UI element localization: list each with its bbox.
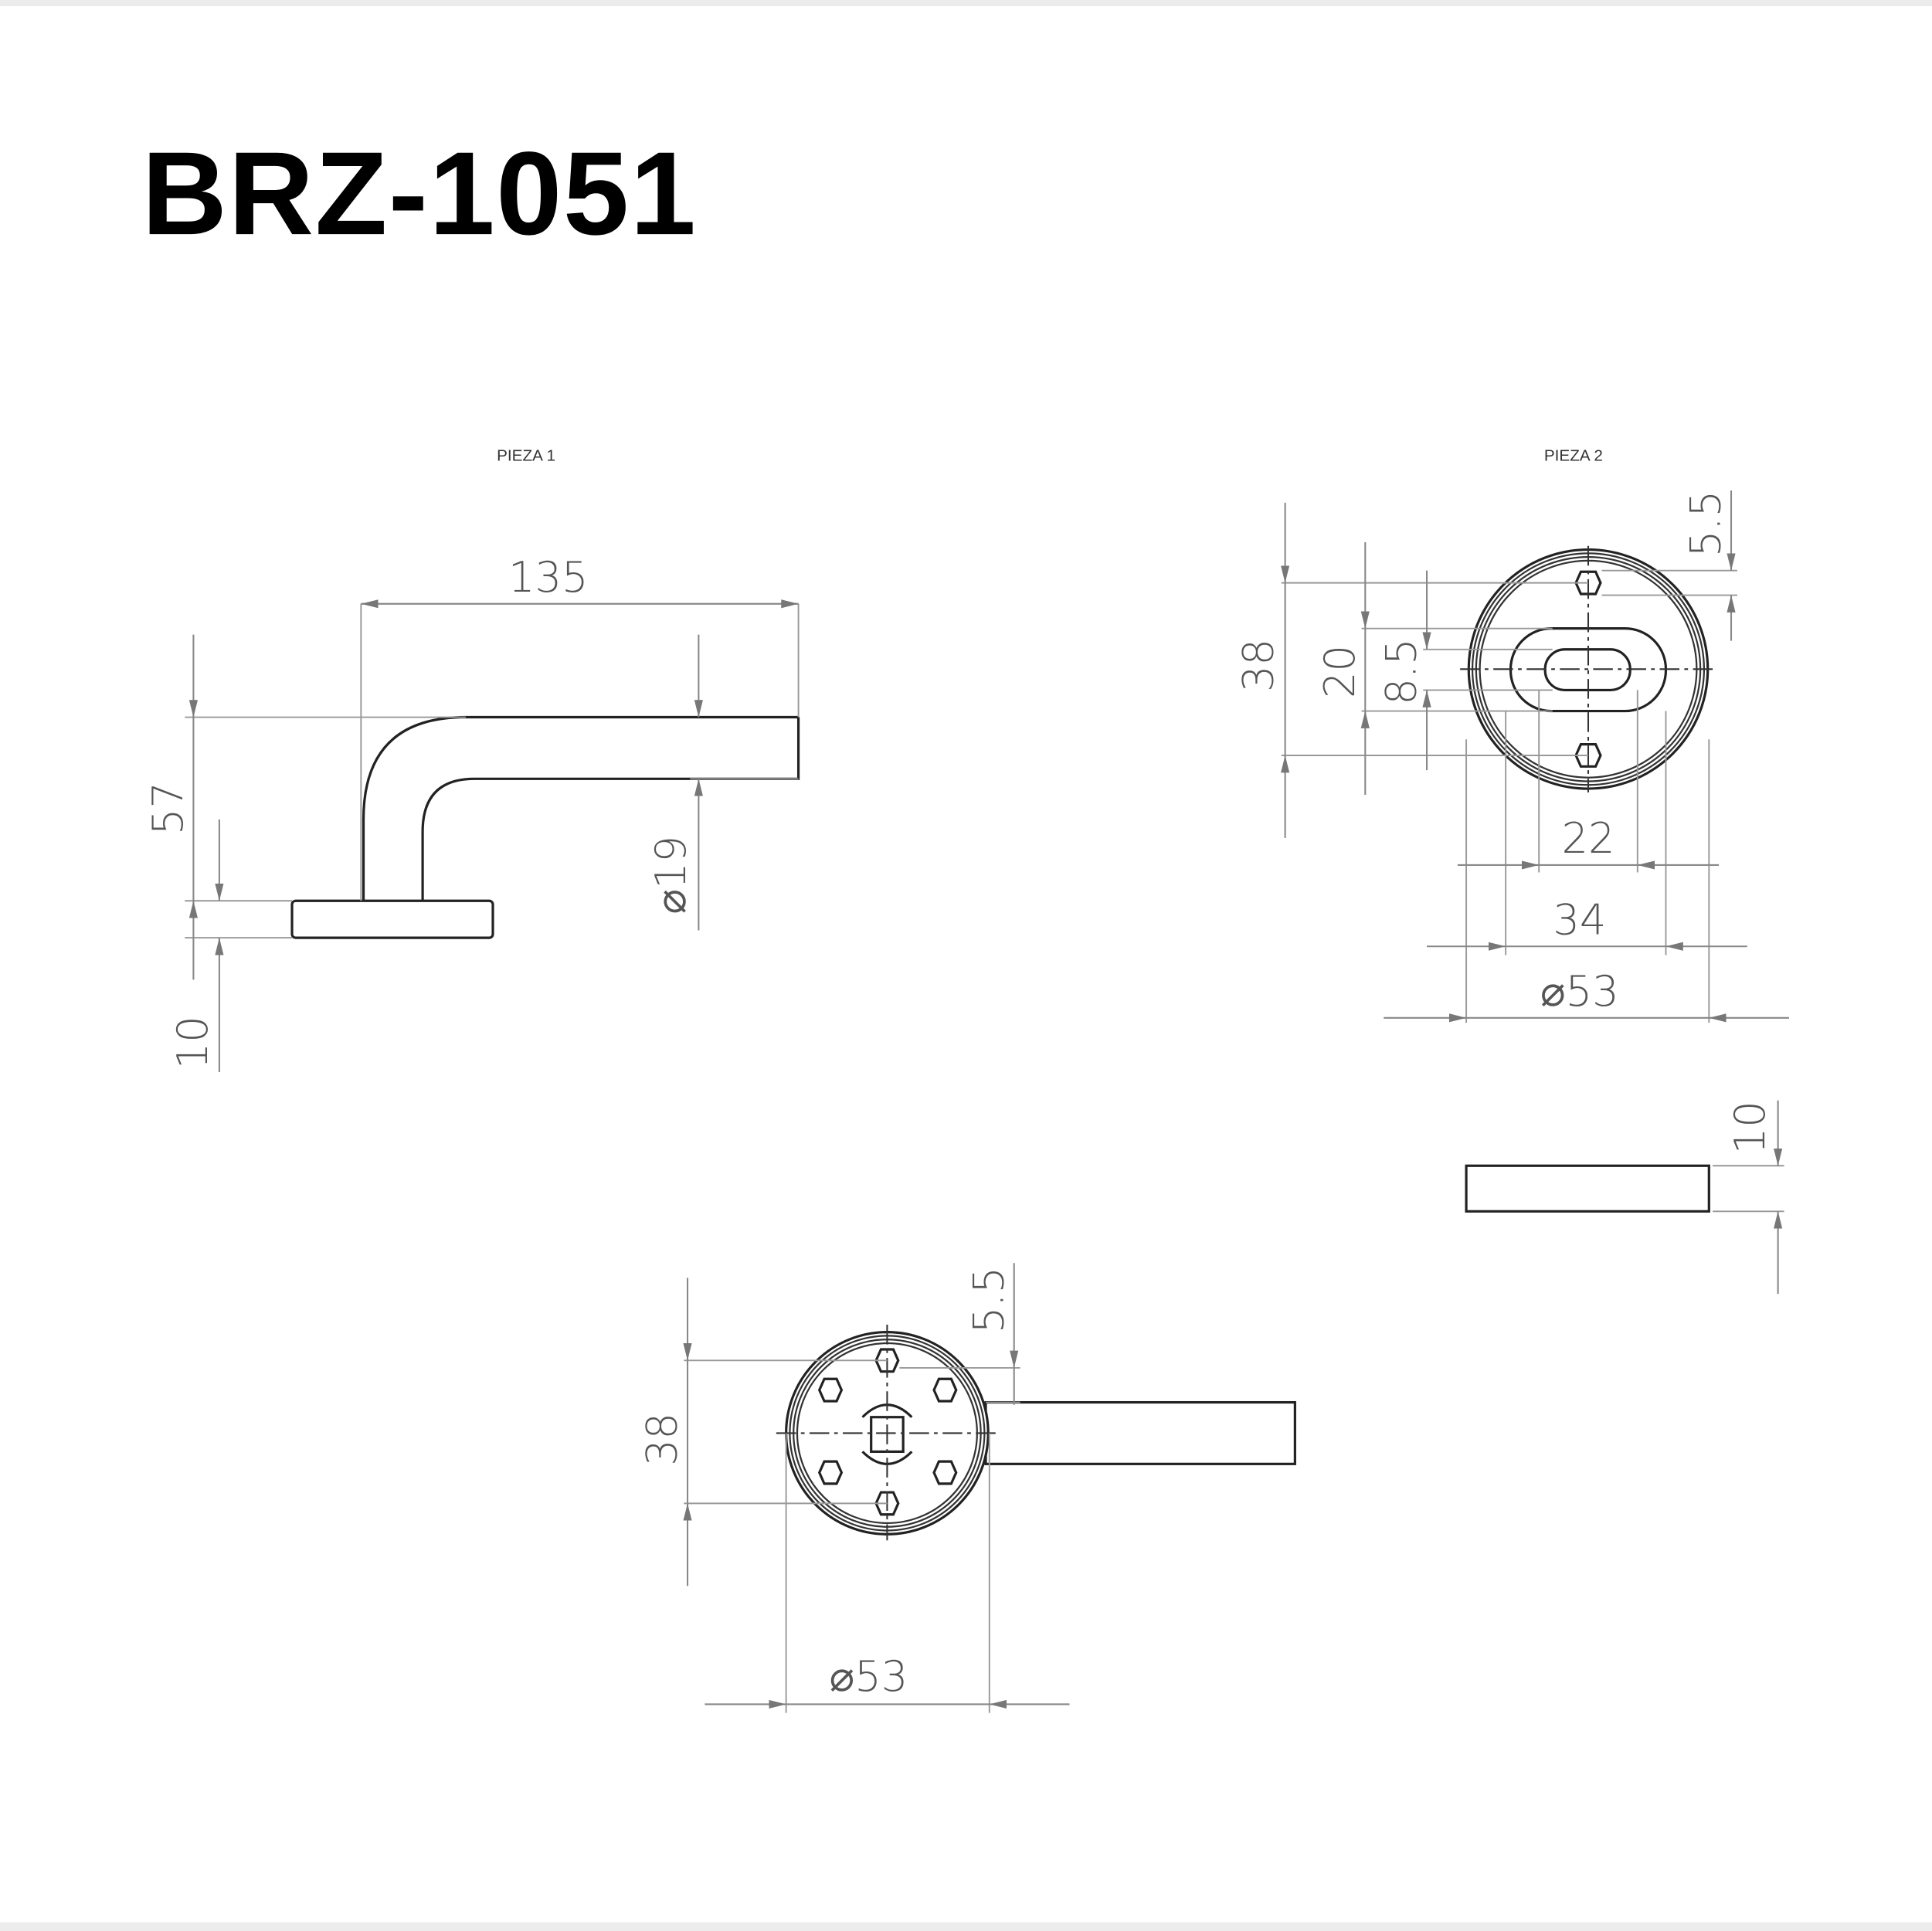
assembly-front-view: 38 5.5 ⌀53 [638,1263,1296,1713]
lever-front [984,1400,1296,1465]
dim-thickness: 10 [1726,1101,1774,1154]
dim-slot-outer: 20 [1316,645,1364,698]
rosette-base [290,899,494,939]
dim-width-inner: 22 [1561,814,1615,863]
dim-slot-inner: 8.5 [1377,638,1426,704]
dim-width-outer: 34 [1553,895,1606,944]
lever-outline [362,715,800,901]
dim-height: 38 [638,1413,687,1466]
dim-diameter: ⌀19 [647,836,695,915]
top-band [0,0,1932,6]
product-title: BRZ-1051 [141,127,697,260]
bottom-band [0,1922,1932,1931]
dim-length: 135 [508,553,588,602]
piece-2-label: PIEZA 2 [1544,447,1603,465]
piece-2-front-view: PIEZA 2 38 20 8.5 5.5 22 34 [1234,447,1789,1023]
dim-hole: 5.5 [964,1267,1013,1333]
piece-2-side-view: 10 [1465,1100,1784,1295]
dim-diameter: ⌀53 [1540,967,1619,1016]
dim-diameter: ⌀53 [830,1652,908,1701]
dim-height: 57 [144,782,192,835]
piece-1-side-view: PIEZA 1 135 57 10 ⌀19 [144,447,800,1073]
dim-height: 38 [1234,639,1283,692]
piece-1-label: PIEZA 1 [497,447,555,465]
dim-hole: 5.5 [1682,490,1730,557]
dim-base-thickness: 10 [168,1016,217,1069]
